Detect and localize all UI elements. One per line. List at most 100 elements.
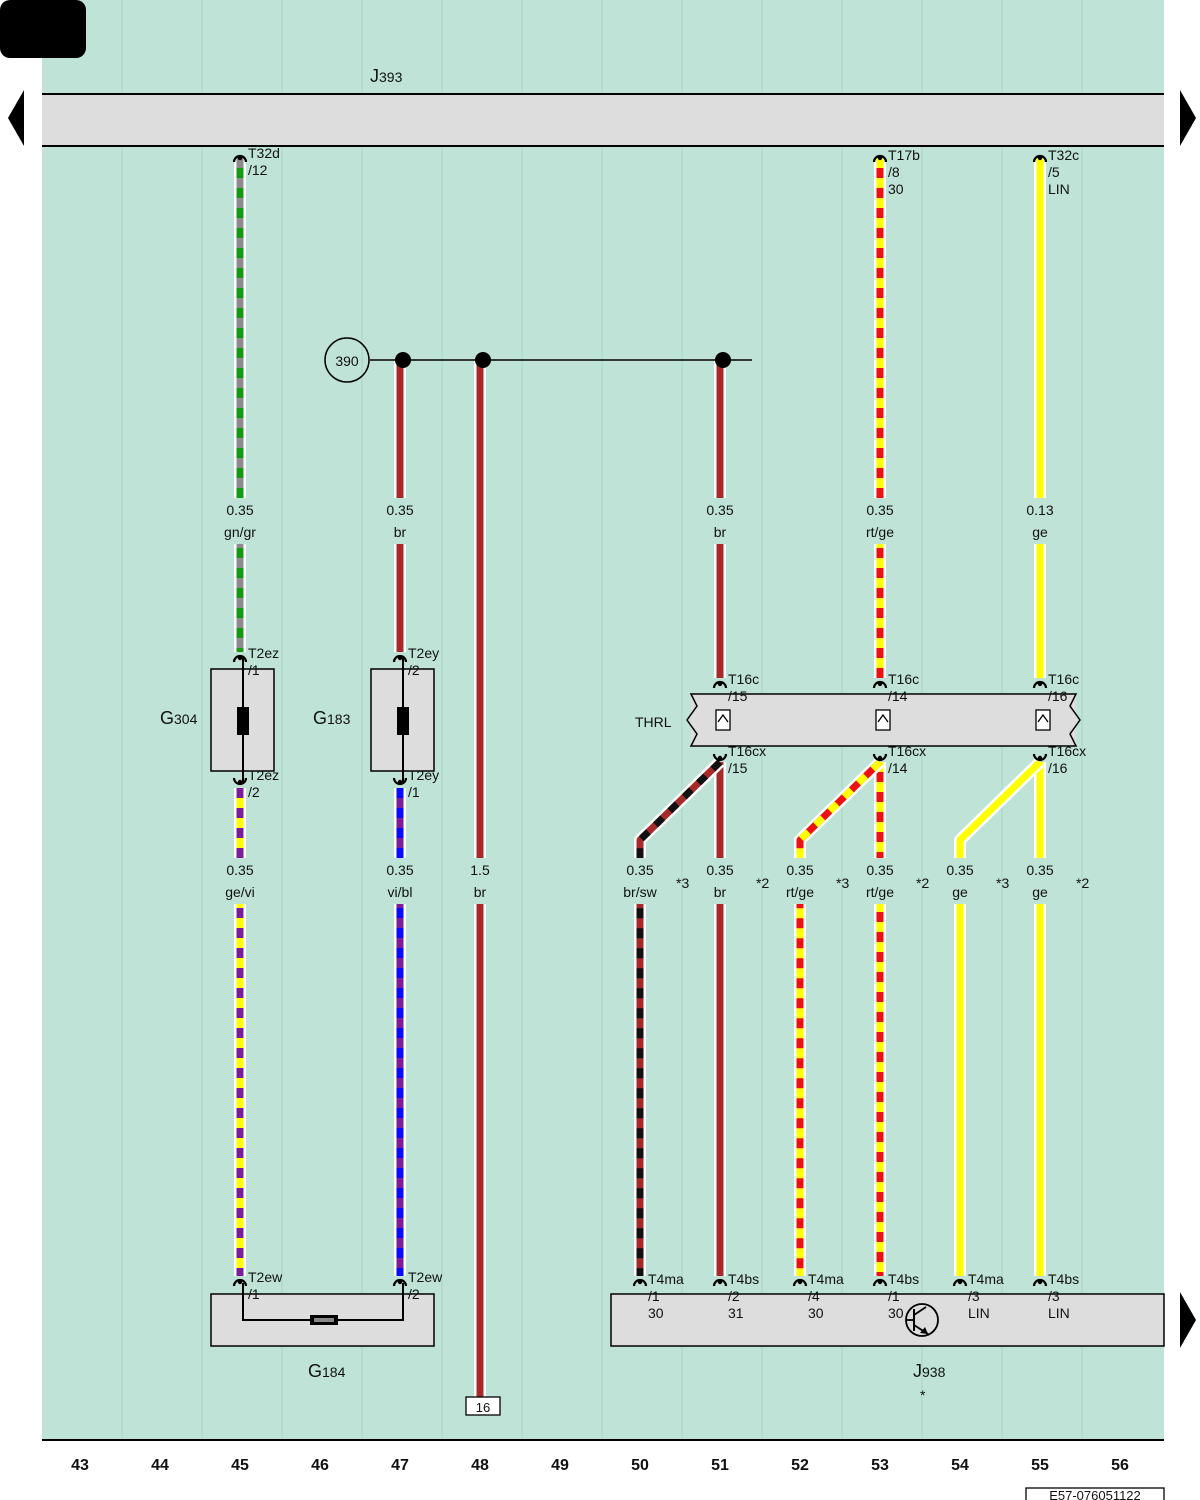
- connector-pin-icon: [872, 680, 888, 689]
- wires: [210, 158, 1070, 1397]
- label-gap: [210, 498, 270, 544]
- connector-pin-icon: [1032, 1278, 1048, 1287]
- connector-label: T2ew/2: [408, 1269, 443, 1302]
- wire-color-label: rt/ge: [866, 884, 894, 900]
- wire-labels: 0.35gn/gr0.35br0.35br0.35rt/ge0.13ge0.35…: [224, 502, 1089, 900]
- connector-label: T16c/16: [1048, 671, 1079, 704]
- label-gap: [1010, 858, 1070, 904]
- connector-pin-icon: [872, 154, 888, 163]
- wire-color-label: br: [714, 884, 727, 900]
- connector-label: T2ey/1: [408, 767, 439, 800]
- nav-next-icon[interactable]: [1180, 90, 1196, 146]
- wire-size-label: 0.35: [786, 862, 813, 878]
- connector-label: T16cx/16: [1048, 743, 1086, 776]
- connector-pin-icon: [1032, 154, 1048, 163]
- wire-size-label: 0.35: [1026, 862, 1053, 878]
- ground-bus: 390: [324, 337, 752, 383]
- thrl-pin-icon: [1035, 709, 1051, 731]
- nav-next-page-icon[interactable]: [1180, 1292, 1196, 1348]
- wire-color-label: ge: [952, 884, 968, 900]
- g183-label: G183: [313, 708, 351, 728]
- column-number: 48: [471, 1457, 489, 1474]
- column-number: 55: [1031, 1457, 1049, 1474]
- wire-size-label: 0.35: [866, 502, 893, 518]
- nav-prev-icon[interactable]: [8, 90, 24, 146]
- j938-label: J938: [913, 1361, 946, 1381]
- connector-label: T16cx/14: [888, 743, 926, 776]
- column-number: 51: [711, 1457, 729, 1474]
- label-gap: [690, 858, 750, 904]
- g184-component: [210, 1283, 435, 1347]
- column-number: 53: [871, 1457, 889, 1474]
- wire-color-label: rt/ge: [786, 884, 814, 900]
- ground-ref-label: 390: [335, 353, 359, 369]
- column-number: 50: [631, 1457, 649, 1474]
- j393-control-unit: [42, 93, 1164, 147]
- g184-label: G184: [308, 1361, 346, 1381]
- connector-label: T16c/14: [888, 671, 919, 704]
- wire-color-label: ge/vi: [225, 884, 255, 900]
- connector-pin-icon: [392, 777, 408, 786]
- connector-pin-icon: [1032, 680, 1048, 689]
- connector-pin-icon: [792, 1278, 808, 1287]
- junction-dot: [475, 352, 491, 368]
- connector-pin-icon: [872, 1278, 888, 1287]
- wire-color-label: ge: [1032, 884, 1048, 900]
- label-gap: [770, 858, 830, 904]
- wire-note: *3: [996, 875, 1009, 891]
- wire-size-label: 0.35: [226, 502, 253, 518]
- column-number: 54: [951, 1457, 969, 1474]
- wire-note: *3: [836, 875, 849, 891]
- wire-color-label: vi/bl: [388, 884, 413, 900]
- thrl-pin-icon: [875, 709, 891, 731]
- ref-box-label: 16: [476, 1400, 490, 1415]
- wire-size-label: 0.35: [866, 862, 893, 878]
- wire-color-label: ge: [1032, 524, 1048, 540]
- wire-size-label: 0.35: [386, 862, 413, 878]
- sensor-element-icon: [397, 707, 409, 735]
- label-gap: [850, 498, 910, 544]
- connector-label: T2ez/1: [248, 645, 279, 678]
- wire-size-label: 1.5: [470, 862, 490, 878]
- ground-ref-circle: [324, 337, 370, 383]
- label-gap: [930, 858, 990, 904]
- column-number: 47: [391, 1457, 409, 1474]
- connector-pin-icon: [232, 777, 248, 786]
- j938-control-unit: [610, 1293, 1165, 1347]
- connector-pin-icon: [872, 753, 888, 762]
- wire-size-label: 0.35: [946, 862, 973, 878]
- column-number: 45: [231, 1457, 249, 1474]
- label-gap: [370, 498, 430, 544]
- wire-color-label: rt/ge: [866, 524, 894, 540]
- wire-size-label: 0.35: [706, 502, 733, 518]
- connector-pin-icon: [952, 1278, 968, 1287]
- connector-pin-icon: [712, 1278, 728, 1287]
- page-badge: [0, 0, 86, 58]
- junction-dot: [395, 352, 411, 368]
- label-gap: [690, 498, 750, 544]
- connector-pin-icon: [232, 154, 248, 163]
- thrl-pin-icon: [715, 709, 731, 731]
- wire-br-sw-stripe: [636, 759, 723, 1276]
- wire-ge-branch: [956, 759, 1043, 1276]
- label-gap: [610, 858, 670, 904]
- connector-pin-icon: [632, 1278, 648, 1287]
- wire-color-label: br: [394, 524, 407, 540]
- connector-pin-icon: [712, 680, 728, 689]
- connector-pin-icon: [392, 654, 408, 663]
- column-number: 43: [71, 1457, 89, 1474]
- connector-pin-icon: [232, 654, 248, 663]
- g304-sensor: [210, 658, 275, 782]
- column-number: 56: [1111, 1457, 1129, 1474]
- ref-box: 16: [465, 1396, 501, 1416]
- label-gap: [370, 858, 430, 904]
- wire-color-label: br: [714, 524, 727, 540]
- label-gap: [210, 858, 270, 904]
- connector-label: T2ey/2: [408, 645, 439, 678]
